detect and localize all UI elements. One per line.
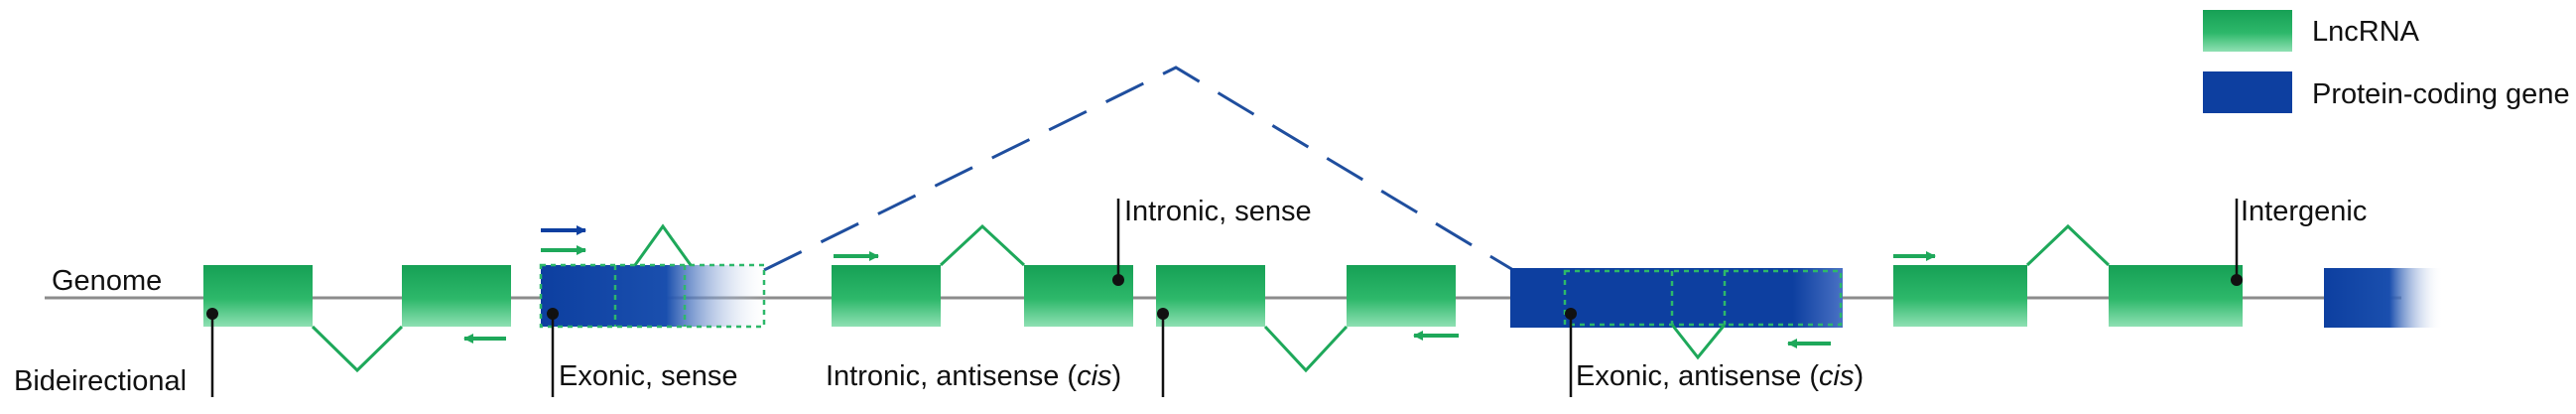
exonic-antisense-lncrna-outline — [1563, 269, 1843, 327]
genome-label: Genome — [52, 265, 162, 297]
intronic-sense-label: Intronic, sense — [1124, 196, 1312, 227]
exonic-sense-lncrna-outline — [539, 263, 766, 329]
exonic-sense-splice — [633, 223, 693, 266]
trailing-protein-exon — [2324, 268, 2443, 328]
intronic-antisense-splice — [1263, 325, 1349, 373]
legend-protein-label: Protein-coding gene — [2312, 78, 2570, 110]
intergenic-exon-2 — [2109, 265, 2243, 327]
exonic-antisense-label: Exonic, antisense (cis) — [1576, 360, 1864, 392]
intronic-antisense-exon-1 — [1156, 265, 1265, 327]
intronic-sense-exon-1 — [832, 265, 941, 327]
intergenic-label: Intergenic — [2241, 196, 2367, 227]
exonic-sense-protein-exon — [541, 265, 769, 327]
bidirectional-exon-1 — [203, 265, 313, 327]
intergenic-splice — [2025, 223, 2111, 267]
exonic-sense-label: Exonic, sense — [559, 360, 738, 392]
bidirectional-label: Bideirectional — [14, 365, 187, 397]
legend-lncrna-label: LncRNA — [2312, 16, 2420, 48]
intronic-antisense-label: Intronic, antisense (cis) — [826, 360, 1121, 392]
exonic-antisense-protein-exon — [1510, 268, 1843, 328]
legend-lncrna-swatch — [2203, 10, 2292, 52]
legend-protein-swatch — [2203, 71, 2292, 113]
exonic-antisense-splice — [1670, 324, 1727, 360]
protein-intron-dashed-splice — [763, 66, 1514, 272]
bidirectional-splice — [311, 325, 404, 373]
intronic-sense-splice — [939, 223, 1026, 267]
intronic-antisense-exon-2 — [1347, 265, 1456, 327]
bidirectional-exon-2 — [402, 265, 511, 327]
intergenic-exon-1 — [1893, 265, 2027, 327]
